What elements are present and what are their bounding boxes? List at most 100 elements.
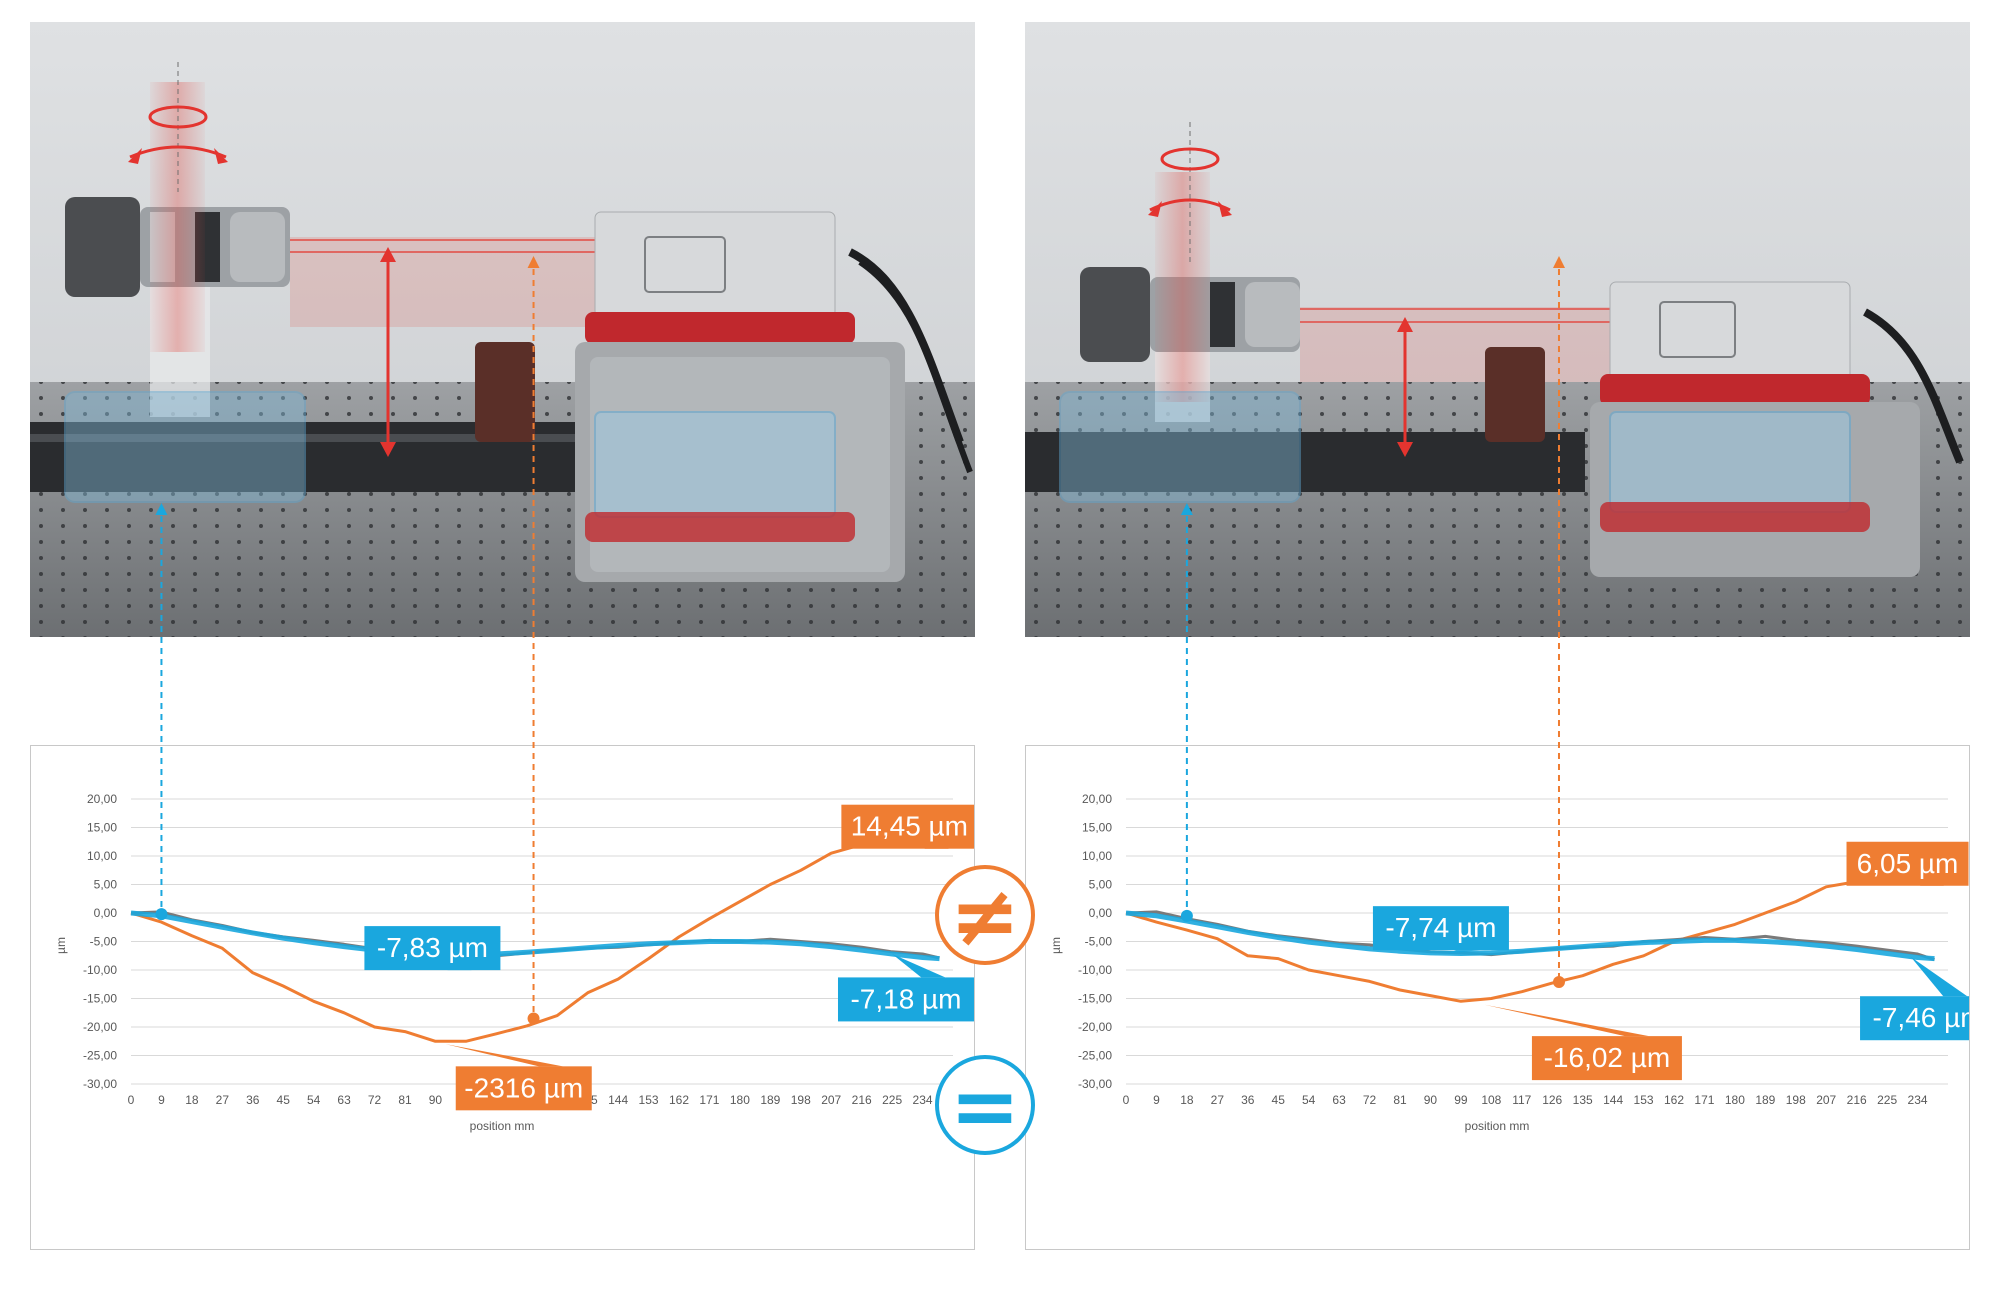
callout-pointer <box>1484 1004 1649 1037</box>
y-tick-label: 10,00 <box>87 849 117 863</box>
x-tick-label: 0 <box>1123 1093 1130 1107</box>
callout-box <box>1531 1036 1682 1081</box>
y-tick-label: -30,00 <box>1078 1077 1112 1091</box>
callout-label: 14,45 µm <box>851 811 968 842</box>
y-tick-label: -15,00 <box>1078 992 1112 1006</box>
callout-pointer <box>1910 956 1968 997</box>
y-tick-label: 5,00 <box>1089 878 1113 892</box>
x-axis-label: position mm <box>1465 1119 1530 1133</box>
y-tick-label: 0,00 <box>1089 906 1113 920</box>
x-tick-label: 207 <box>1816 1093 1836 1107</box>
y-tick-label: -5,00 <box>90 935 118 949</box>
y-tick-label: 5,00 <box>94 878 118 892</box>
x-tick-label: 135 <box>1573 1093 1593 1107</box>
chart-right: 20,00 15,00 10,00 5,00 0,00 -5,00 -10,00 -15,00… <box>1025 745 1970 1250</box>
y-tick-label: 20,00 <box>87 792 117 806</box>
y-tick-label: -20,00 <box>83 1020 117 1034</box>
y-tick-label: -20,00 <box>1078 1020 1112 1034</box>
x-tick-label: 0 <box>128 1093 135 1107</box>
callout-label: -16,02 µm <box>1544 1042 1671 1073</box>
y-axis-label: µm <box>1049 937 1063 954</box>
photo-setup-right <box>1025 22 1970 637</box>
callout-box <box>841 804 974 849</box>
chart-right-plot: 20,00 15,00 10,00 5,00 0,00 -5,00 -10,00 -15,00… <box>1049 792 1969 1133</box>
x-tick-label: 234 <box>913 1093 933 1107</box>
y-tick-label: -15,00 <box>83 992 117 1006</box>
x-tick-label: 189 <box>760 1093 780 1107</box>
x-tick-label: 216 <box>852 1093 872 1107</box>
marker-blue <box>155 908 168 921</box>
x-axis-label: position mm <box>470 1119 535 1133</box>
x-tick-label: 207 <box>821 1093 841 1107</box>
x-tick-label: 216 <box>1847 1093 1867 1107</box>
x-tick-label: 198 <box>791 1093 811 1107</box>
x-tick-label: 9 <box>1153 1093 1160 1107</box>
x-tick-label: 144 <box>1603 1093 1623 1107</box>
x-tick-label: 189 <box>1755 1093 1775 1107</box>
callout-label: -7,46 µm <box>1873 1002 1969 1033</box>
x-tick-label: 18 <box>185 1093 199 1107</box>
marker-orange <box>1552 975 1565 988</box>
x-tick-label: 99 <box>1454 1093 1468 1107</box>
y-tick-label: 15,00 <box>1082 821 1112 835</box>
x-tick-label: 36 <box>246 1093 260 1107</box>
marker-orange <box>527 1012 540 1025</box>
x-tick-label: 27 <box>1211 1093 1225 1107</box>
callout-box <box>455 1066 592 1111</box>
x-tick-label: 72 <box>1363 1093 1377 1107</box>
x-tick-label: 171 <box>1694 1093 1714 1107</box>
x-tick-label: 90 <box>1424 1093 1438 1107</box>
series-line-blue <box>130 910 940 962</box>
chart-left-plot: 20,0015,0010,005,000,00-5,00-10,00-15,00… <box>54 792 974 1133</box>
y-tick-label: -5,00 <box>1085 935 1113 949</box>
x-tick-label: 225 <box>1877 1093 1897 1107</box>
x-tick-label: 180 <box>1725 1093 1745 1107</box>
callout-label: -7,74 µm <box>1385 912 1496 943</box>
marker-blue <box>1180 909 1193 922</box>
callout-box <box>364 926 501 971</box>
y-tick-label: 0,00 <box>94 906 118 920</box>
x-tick-label: 54 <box>1302 1093 1316 1107</box>
y-tick-label: 20,00 <box>1082 792 1112 806</box>
callout-label: -7,83 µm <box>377 932 488 963</box>
x-tick-label: 162 <box>669 1093 689 1107</box>
y-axis-label: µm <box>54 937 68 954</box>
y-tick-label: -25,00 <box>1078 1049 1112 1063</box>
y-tick-label: -10,00 <box>1078 963 1112 977</box>
x-tick-label: 18 <box>1180 1093 1194 1107</box>
x-tick-label: 81 <box>1393 1093 1407 1107</box>
x-tick-label: 162 <box>1664 1093 1684 1107</box>
series-line-orange <box>130 829 940 1043</box>
x-tick-label: 108 <box>1481 1093 1501 1107</box>
callout-box <box>837 977 974 1022</box>
y-tick-label: 10,00 <box>1082 849 1112 863</box>
x-tick-label: 117 <box>1512 1093 1531 1107</box>
x-tick-label: 171 <box>699 1093 719 1107</box>
y-tick-label: 15,00 <box>87 821 117 835</box>
x-tick-label: 153 <box>1634 1093 1654 1107</box>
x-tick-label: 225 <box>882 1093 902 1107</box>
y-tick-label: -30,00 <box>83 1077 117 1091</box>
photo-setup-left <box>30 22 975 637</box>
x-tick-label: 63 <box>1332 1093 1346 1107</box>
callout-pointer <box>1447 950 1481 954</box>
callout-box <box>1372 906 1509 951</box>
x-tick-label: 27 <box>216 1093 230 1107</box>
x-tick-label: 126 <box>1542 1093 1562 1107</box>
callout-label: -7,18 µm <box>850 983 961 1014</box>
x-tick-label: 90 <box>429 1093 443 1107</box>
x-tick-label: 72 <box>368 1093 382 1107</box>
x-tick-label: 36 <box>1241 1093 1255 1107</box>
x-tick-label: 153 <box>639 1093 659 1107</box>
callout-pointer <box>892 954 946 978</box>
series-line-orange <box>1125 877 1935 1003</box>
x-tick-label: 9 <box>158 1093 165 1107</box>
x-tick-label: 180 <box>730 1093 750 1107</box>
callout-label: 6,05 µm <box>1857 848 1959 879</box>
x-tick-label: 63 <box>337 1093 351 1107</box>
x-tick-label: 54 <box>307 1093 321 1107</box>
callout-box <box>1860 996 1969 1041</box>
x-tick-label: 81 <box>398 1093 412 1107</box>
y-tick-label: -25,00 <box>83 1049 117 1063</box>
